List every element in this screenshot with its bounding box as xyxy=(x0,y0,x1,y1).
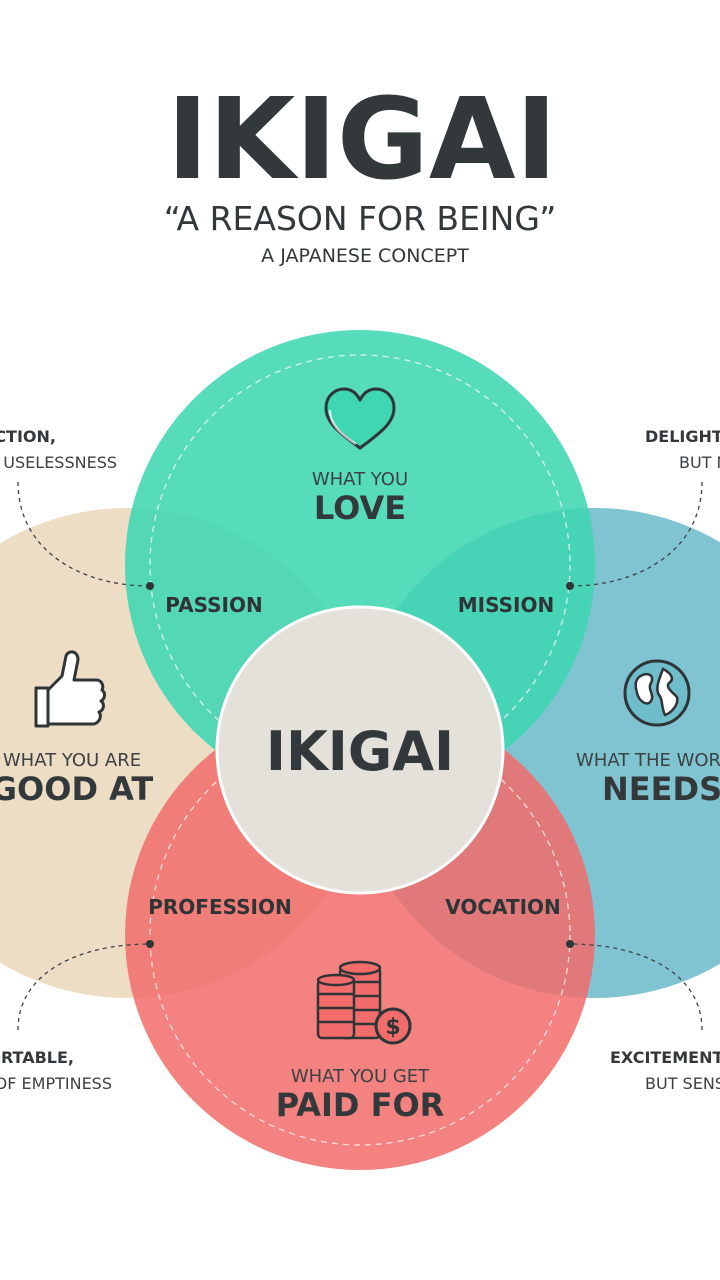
dashed-ring-love xyxy=(149,354,571,776)
connector-dot-profession xyxy=(146,940,154,948)
coins-dollar-icon: $ xyxy=(316,960,412,1045)
center-circle xyxy=(215,605,505,895)
mission-label: MISSION xyxy=(458,593,554,617)
side-note-bottom-right-bold: EXCITEMENT AND COMPLACENCY, xyxy=(610,1048,720,1067)
side-note-top-left-bold: SATISFACTION, xyxy=(0,427,56,446)
passion-label: PASSION xyxy=(165,593,262,617)
heart-icon xyxy=(324,387,396,450)
good-at-small-label: WHAT YOU ARE xyxy=(3,750,141,771)
side-note-top-left-normal: BUT FEELING OF USELESSNESS xyxy=(0,453,117,472)
love-small-label: WHAT YOU xyxy=(312,469,408,490)
center-label: IKIGAI xyxy=(266,720,454,783)
world-small-label: WHAT THE WORLD xyxy=(576,750,720,771)
paid-big-label: PAID FOR xyxy=(276,1086,445,1124)
thumbs-up-icon xyxy=(34,650,106,728)
side-note-bottom-right-normal: BUT SENSE OF UNCERTAINTY xyxy=(645,1074,720,1093)
side-note-bottom-left-normal: BUT FEELING OF EMPTINESS xyxy=(0,1074,112,1093)
vocation-label: VOCATION xyxy=(445,895,561,919)
connector-lines xyxy=(17,481,703,1031)
page-subtitle: “A REASON FOR BEING” xyxy=(164,199,557,238)
paid-small-label: WHAT YOU GET xyxy=(291,1066,430,1087)
profession-label: PROFESSION xyxy=(148,895,291,919)
connector-dot-passion xyxy=(146,582,154,590)
connector-dot-mission xyxy=(566,582,574,590)
love-big-label: LOVE xyxy=(314,489,406,527)
connector-dot-vocation xyxy=(566,940,574,948)
globe-icon xyxy=(623,659,691,727)
dashed-ring-paid xyxy=(149,724,571,1146)
world-big-label: NEEDS xyxy=(602,770,720,808)
page-title: IKIGAI xyxy=(167,75,557,205)
side-note-bottom-left-bold: COMFORTABLE, xyxy=(0,1048,74,1067)
side-note-top-right-normal: BUT NO WEALTH xyxy=(679,453,720,472)
page-tagline: A JAPANESE CONCEPT xyxy=(261,245,469,267)
good-at-big-label: GOOD AT xyxy=(0,770,153,808)
side-note-top-right-bold: DELIGHT AND FULLNESS, xyxy=(645,427,720,446)
svg-text:$: $ xyxy=(385,1015,400,1040)
